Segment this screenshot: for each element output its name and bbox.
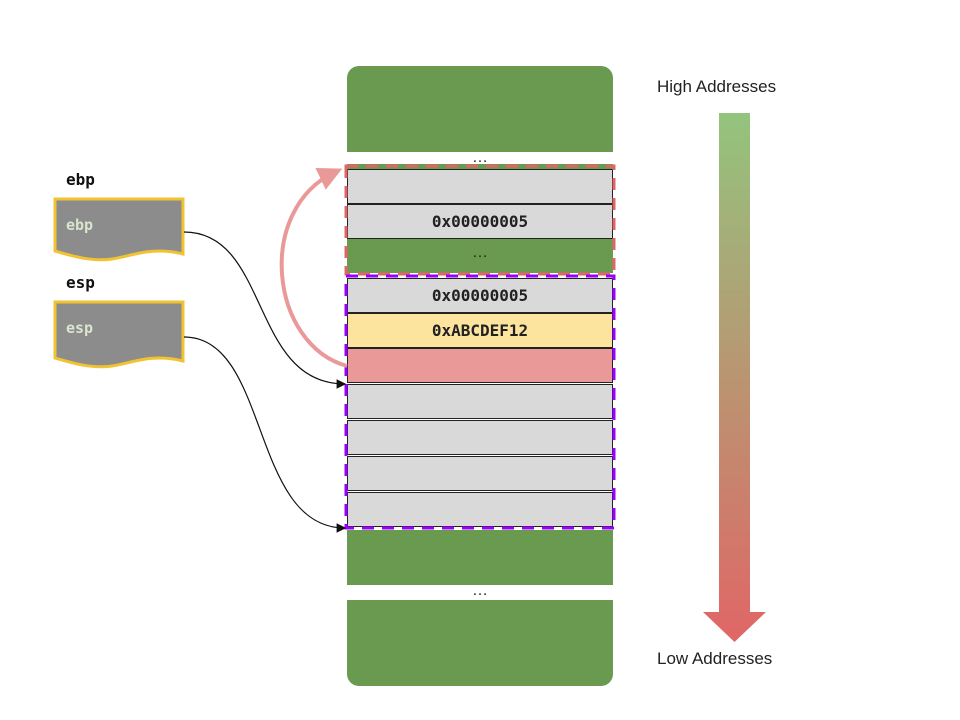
current-frame-outline (344, 274, 616, 530)
esp-register-label: esp (66, 273, 95, 292)
stack-cell-local-2 (347, 420, 613, 455)
stack-lower-region (347, 530, 613, 585)
stack-green-strip (347, 164, 613, 170)
address-direction-arrow (703, 113, 766, 642)
ebp-register-value: ebp (66, 216, 94, 234)
esp-pointer-arrow (183, 336, 347, 533)
caller-frame-outline (344, 164, 616, 276)
stack-cell-local-3 (347, 456, 613, 491)
stack-cell-caller-1 (347, 169, 613, 204)
stack-bottom-ellipsis: … (472, 582, 488, 599)
ebp-register-box (53, 197, 185, 262)
stack-cell-saved-ebp (347, 348, 613, 383)
stack-bottom-region (347, 600, 613, 686)
esp-register-value: esp (66, 319, 94, 337)
stack-top-region (347, 66, 613, 152)
esp-register-box (53, 300, 185, 369)
ebp-pointer-arrow (183, 231, 347, 389)
stack-cell-caller-2: 0x00000005 (347, 204, 613, 239)
high-addresses-label: High Addresses (657, 77, 777, 96)
stack-caller-green (347, 239, 613, 273)
stack-cell-local-1 (347, 384, 613, 419)
saved-ebp-arrow (279, 168, 348, 368)
ebp-register-label: ebp (66, 170, 95, 189)
stack-cell-argument: 0x00000005 (347, 278, 613, 313)
stack-cell-local-4 (347, 492, 613, 527)
caller-frame-ellipsis: … (472, 244, 488, 261)
stack-cell-return-address: 0xABCDEF12 (347, 313, 613, 348)
low-addresses-label: Low Addresses (657, 649, 773, 668)
stack-top-ellipsis: … (472, 149, 488, 166)
